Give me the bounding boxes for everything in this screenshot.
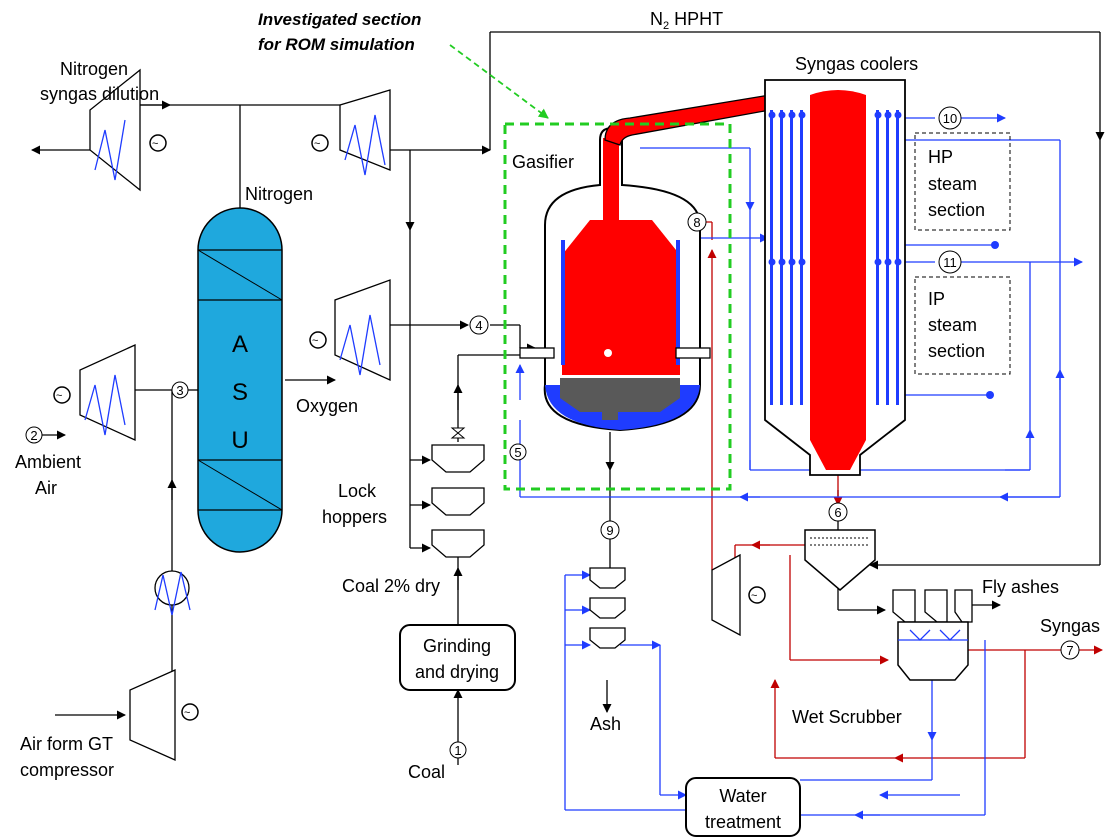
air-cooler [154, 570, 191, 616]
nitrogen-compressor: ~ [311, 89, 391, 176]
ambient-air-label-2: Air [35, 478, 57, 498]
ip-label-1: IP [928, 289, 945, 309]
nitrogen-dilution-label-2: syngas dilution [40, 84, 159, 104]
svg-text:10: 10 [943, 111, 957, 126]
asu-letter-u: U [231, 427, 248, 454]
stream-number-9: 9 [600, 520, 620, 540]
svg-text:8: 8 [693, 215, 700, 230]
oxygen-label: Oxygen [296, 396, 358, 416]
water-treatment-label-2: treatment [705, 812, 781, 832]
svg-text:~: ~ [314, 138, 320, 150]
svg-text:3: 3 [176, 383, 183, 398]
stream-number-5: 5 [509, 443, 527, 461]
wet-scrubber-label: Wet Scrubber [792, 707, 902, 727]
ash-lock-hoppers [589, 567, 626, 649]
air-compressor: ~ [53, 343, 136, 442]
grinding-label-2: and drying [415, 662, 499, 682]
stream-number-7: 7 [1060, 640, 1080, 660]
stream-number-1: 1 [449, 741, 467, 759]
water-treatment-label-1: Water [719, 786, 766, 806]
svg-text:6: 6 [834, 505, 841, 520]
svg-text:~: ~ [152, 138, 158, 150]
lock-hoppers-label-2: hoppers [322, 507, 387, 527]
n2-hpht-label: N2 HPHT [650, 9, 723, 32]
stream-number-6: 6 [828, 502, 848, 522]
candle-filter [804, 529, 876, 591]
stream-number-8: 8 [687, 212, 707, 232]
gt-air-compressor: ~ [129, 668, 199, 762]
rom-title-line2: for ROM simulation [258, 35, 415, 54]
ip-steam-section-box [914, 276, 1011, 375]
lock-hoppers [431, 427, 485, 558]
air-gt-label-2: compressor [20, 760, 114, 780]
blue-dot-upper [991, 241, 999, 249]
syngas-label: Syngas [1040, 616, 1100, 636]
grinding-box [399, 624, 516, 691]
coal-dry-label: Coal 2% dry [342, 576, 440, 596]
rom-section-box [503, 122, 732, 491]
hp-label-1: HP [928, 147, 953, 167]
asu-column [197, 207, 283, 553]
stream-number-2: 2 [25, 426, 43, 444]
ip-label-2: steam [928, 315, 977, 335]
svg-text:~: ~ [312, 335, 318, 347]
water-treatment-box [685, 777, 801, 837]
hp-steam-section-box [914, 132, 1011, 231]
asu-letter-s: S [232, 379, 248, 406]
stream-number-11: 11 [938, 250, 962, 274]
gasifier-vessel [519, 127, 711, 432]
blue-dot-lower [986, 391, 994, 399]
stream-number-3: 3 [171, 381, 189, 399]
asu-letter-a: A [232, 331, 248, 358]
lock-hoppers-label-1: Lock [338, 481, 377, 501]
ash-label: Ash [590, 714, 621, 734]
fly-ash-hoppers [892, 589, 973, 623]
svg-text:4: 4 [475, 318, 482, 333]
rom-pointer-arrow [449, 44, 549, 119]
svg-text:~: ~ [751, 590, 757, 602]
rom-title-line1: Investigated section [258, 10, 421, 29]
blue-water-lines [515, 113, 1083, 820]
ip-label-3: section [928, 341, 985, 361]
svg-text:2: 2 [30, 428, 37, 443]
svg-text:1: 1 [454, 743, 461, 758]
oxygen-compressor: ~ [309, 279, 391, 382]
syngas-cooler [764, 79, 906, 476]
nitrogen-dilution-label-1: Nitrogen [60, 59, 128, 79]
svg-text:9: 9 [606, 523, 613, 538]
ambient-air-label-1: Ambient [15, 452, 81, 472]
syngas-coolers-label: Syngas coolers [795, 54, 918, 74]
svg-text:5: 5 [514, 445, 521, 460]
black-process-lines [26, 31, 1105, 765]
svg-text:11: 11 [943, 255, 957, 270]
nitrogen-dilution-compressor: ~ [89, 68, 167, 192]
svg-text:7: 7 [1066, 643, 1073, 658]
gasifier-label: Gasifier [512, 152, 574, 172]
stream-number-4: 4 [469, 315, 489, 335]
wet-scrubber-vessel [897, 621, 969, 681]
hp-label-2: steam [928, 174, 977, 194]
stream-number-10: 10 [938, 106, 962, 130]
nitrogen-label: Nitrogen [245, 184, 313, 204]
hp-label-3: section [928, 200, 985, 220]
coal-label: Coal [408, 762, 445, 782]
svg-text:~: ~ [56, 390, 62, 402]
svg-text:~: ~ [184, 707, 190, 719]
fly-ashes-label: Fly ashes [982, 577, 1059, 597]
grinding-label-1: Grinding [423, 636, 491, 656]
air-gt-label-1: Air form GT [20, 734, 113, 754]
recycle-compressor: ~ [711, 553, 766, 637]
